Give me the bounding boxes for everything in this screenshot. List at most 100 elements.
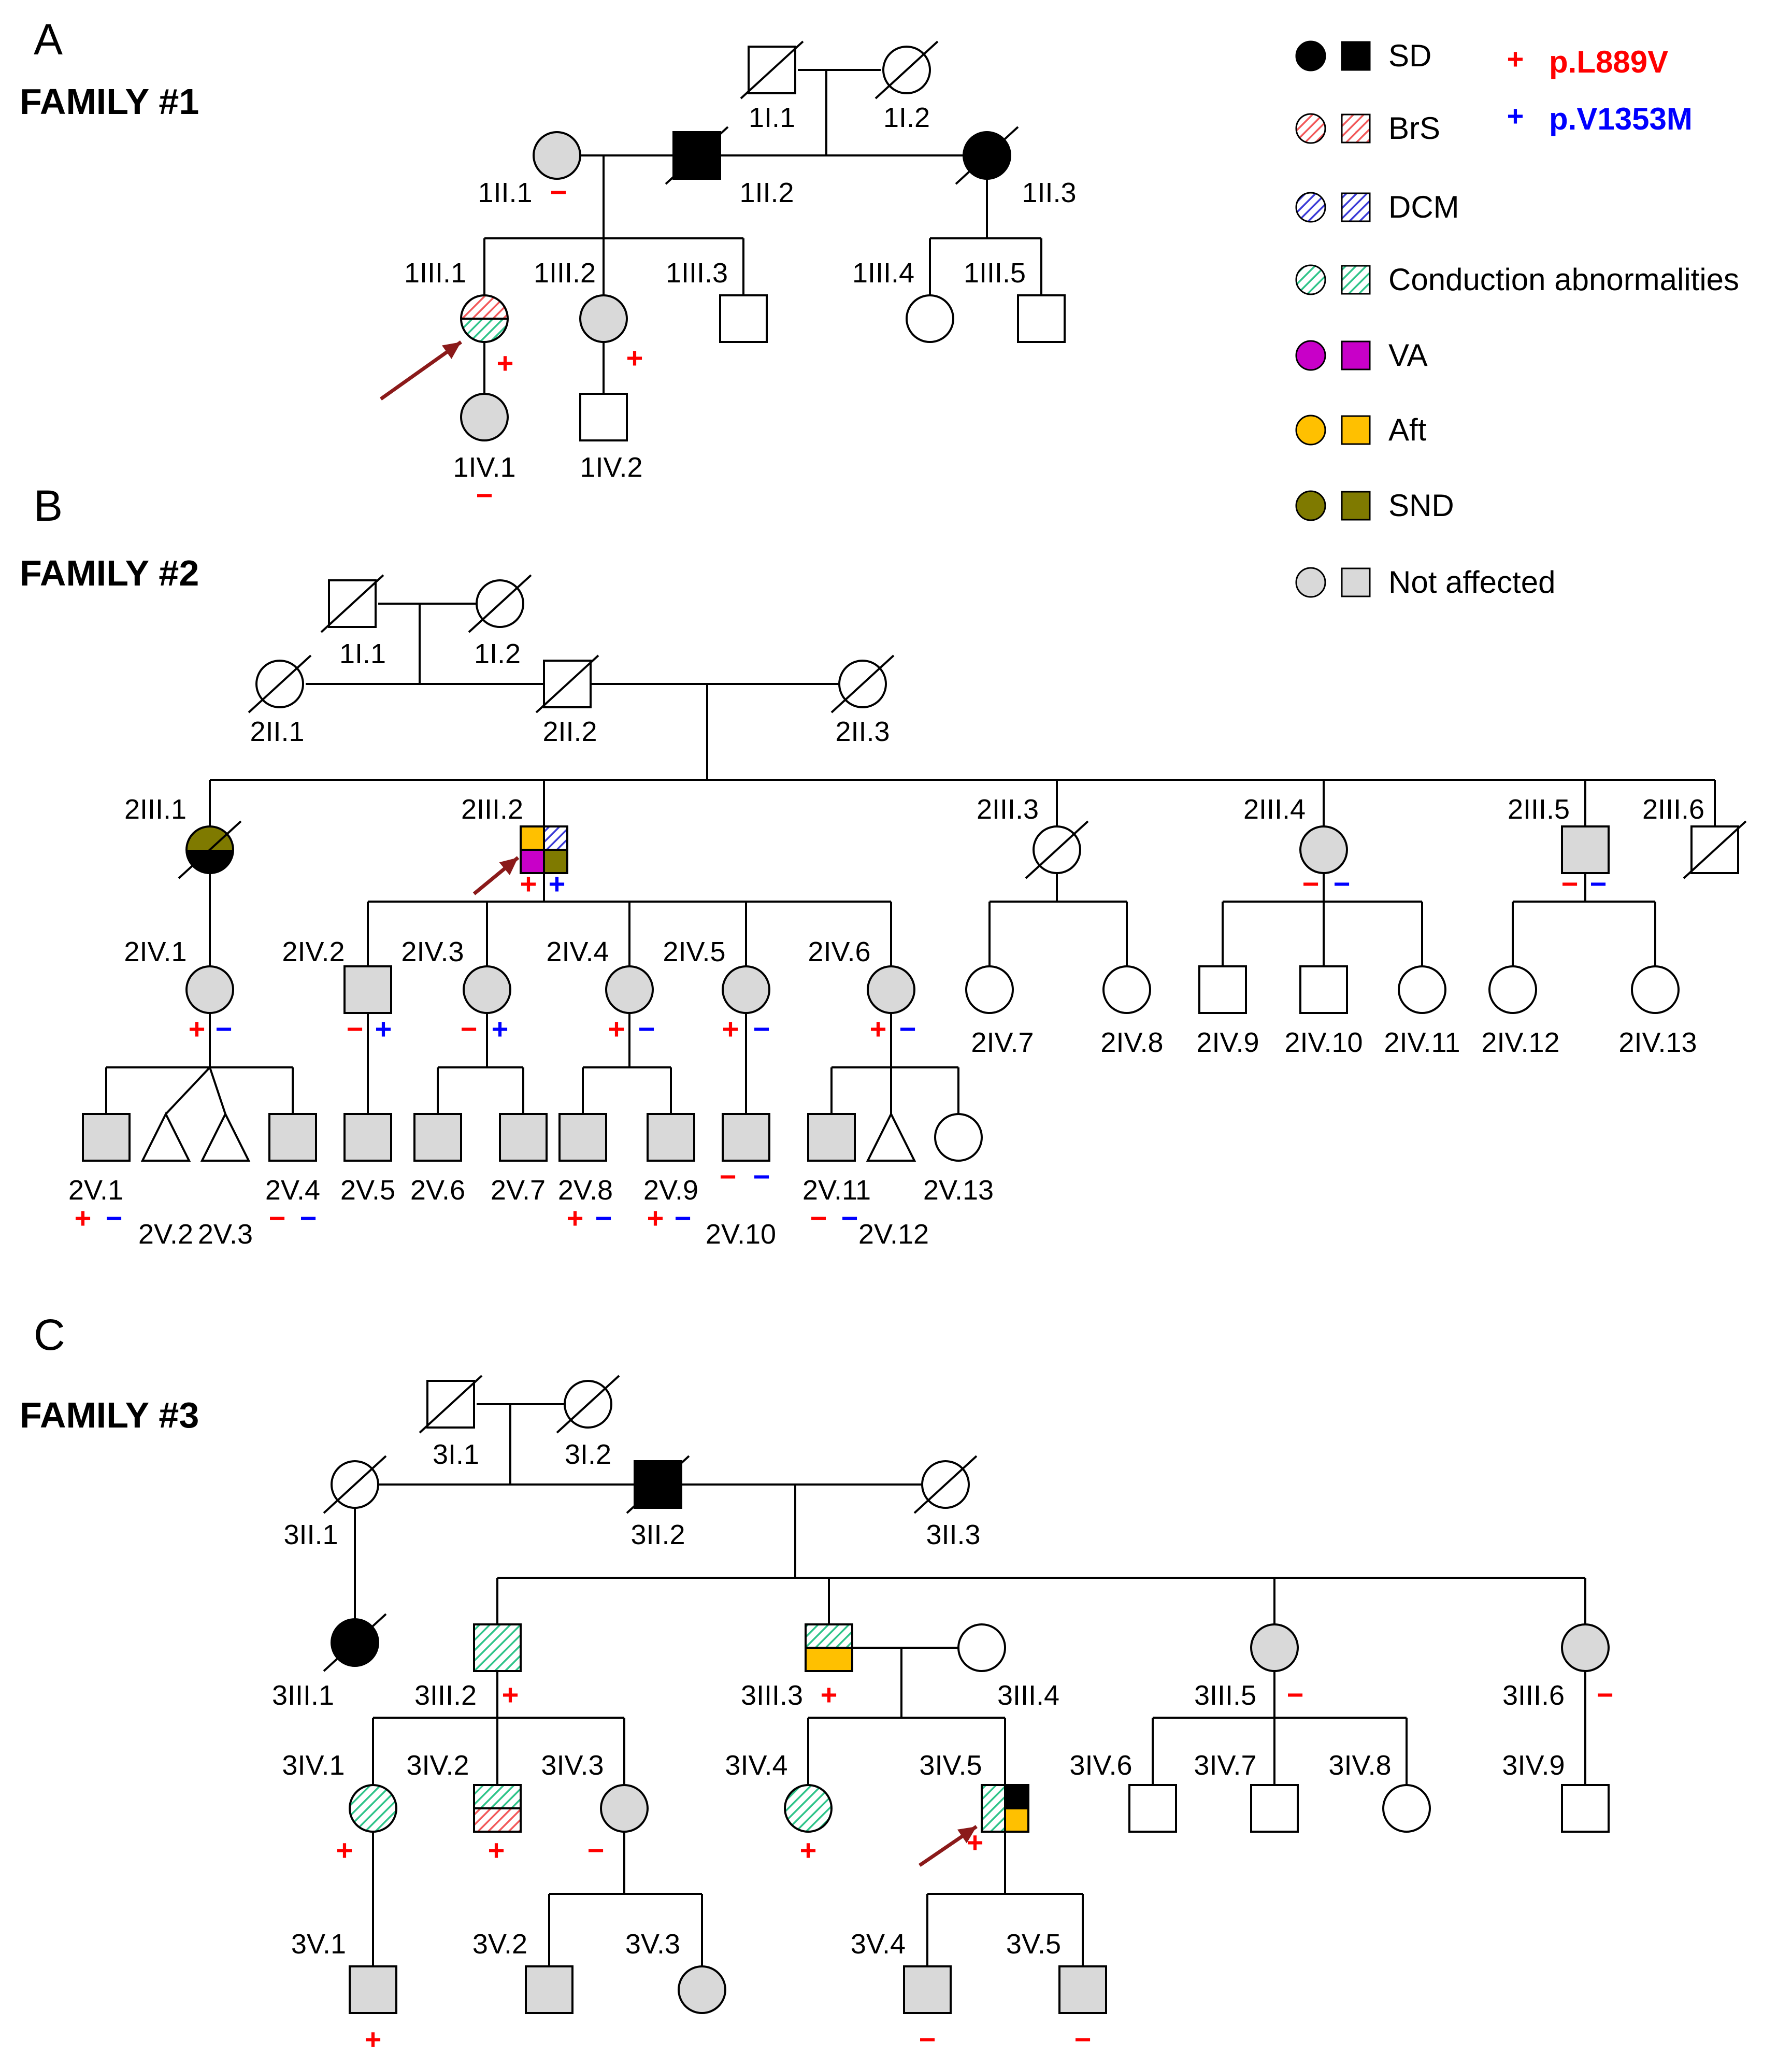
- individual-2V.9: [647, 1113, 695, 1162]
- label-1III.1: 1III.1: [404, 258, 466, 289]
- label-3IV.2: 3IV.2: [406, 1750, 469, 1781]
- label-2III.4: 2III.4: [1243, 794, 1306, 825]
- label-3III.2: 3III.2: [414, 1680, 477, 1711]
- legend-circle-dcm: [1295, 192, 1326, 223]
- individual-3IV.8: [1382, 1784, 1431, 1833]
- label-3III.4: 3III.4: [997, 1680, 1059, 1711]
- individual-2IV.6: [867, 965, 915, 1014]
- label-2V.5: 2V.5: [340, 1175, 395, 1206]
- label-2IV.13: 2IV.13: [1618, 1027, 1697, 1058]
- deceased-slash-icon: [320, 574, 384, 633]
- individual-2III.4: [1299, 825, 1348, 874]
- genotype-plus: +: [967, 1826, 984, 1859]
- panel-letter-a: A: [34, 15, 63, 64]
- label-2I.2: 1I.2: [474, 638, 521, 669]
- individual-1III.2: [579, 294, 628, 343]
- genotype-minus: −: [461, 1012, 478, 1045]
- genotype-plus: +: [336, 1834, 353, 1866]
- individual-3V.5: [1058, 1965, 1107, 2014]
- label-3II.3: 3II.3: [926, 1519, 980, 1550]
- genotype-minus: −: [841, 1202, 858, 1234]
- individual-2IV.11: [1398, 965, 1446, 1014]
- individual-1III.1-conduction-half: [461, 319, 508, 342]
- individual-2V.6: [413, 1113, 462, 1162]
- panel-title-family-1: FAMILY #1: [20, 81, 199, 122]
- genotype-minus: −: [106, 1202, 123, 1234]
- individual-3V.4: [903, 1965, 952, 2014]
- panel-title-family-3: FAMILY #3: [20, 1395, 199, 1435]
- genotype-minus: −: [1302, 867, 1320, 900]
- genotype-minus: −: [300, 1202, 317, 1234]
- genotype-plus: +: [800, 1834, 817, 1866]
- genotype-minus: −: [1287, 1678, 1304, 1711]
- legend-variant-blue-label: p.V1353M: [1549, 102, 1693, 136]
- legend-variant-red-label: p.L889V: [1549, 45, 1668, 79]
- genotype-minus: −: [1074, 2023, 1092, 2055]
- genotype-plus: +: [870, 1012, 887, 1045]
- label-1II.2: 1II.2: [739, 177, 794, 208]
- label-3III.6: 3III.6: [1502, 1680, 1565, 1711]
- label-1III.5: 1III.5: [964, 258, 1026, 289]
- label-2V.10: 2V.10: [706, 1219, 776, 1250]
- label-2II.2: 2II.2: [542, 716, 597, 747]
- label-3IV.3: 3IV.3: [541, 1750, 604, 1781]
- individual-1III.4: [906, 294, 954, 343]
- label-1I.2: 1I.2: [883, 102, 930, 133]
- individual-2V.13: [934, 1113, 983, 1162]
- individual-3III.4: [957, 1623, 1006, 1672]
- individual-2III.1: [185, 825, 234, 874]
- label-1III.4: 1III.4: [852, 258, 914, 289]
- individual-2III.2-aft-quadrant: [521, 826, 544, 850]
- individual-2V.7: [499, 1113, 548, 1162]
- individual-1II.1: [533, 131, 581, 180]
- deceased-slash-icon: [323, 1455, 387, 1514]
- label-2IV.5: 2IV.5: [663, 936, 725, 967]
- deceased-slash-icon: [626, 1455, 690, 1514]
- individual-2V.8: [558, 1113, 607, 1162]
- label-2V.6: 2V.6: [410, 1175, 465, 1206]
- label-2IV.3: 2IV.3: [401, 936, 464, 967]
- label-2V.3: 2V.3: [198, 1219, 253, 1250]
- label-3III.3: 3III.3: [741, 1680, 803, 1711]
- label-2III.6: 2III.6: [1642, 794, 1704, 825]
- label-2III.1: 2III.1: [124, 794, 187, 825]
- individual-1III.5: [1017, 294, 1066, 343]
- individual-1III.1-brs-half: [461, 295, 508, 319]
- label-3V.3: 3V.3: [625, 1929, 680, 1960]
- genotype-minus: −: [675, 1202, 692, 1234]
- label-3I.1: 3I.1: [433, 1439, 479, 1470]
- deceased-slash-icon: [830, 654, 895, 713]
- deceased-slash-icon: [419, 1375, 483, 1434]
- individual-3III.3-conduction-half: [806, 1624, 852, 1648]
- deceased-slash-icon: [178, 820, 242, 879]
- label-2IV.2: 2IV.2: [282, 936, 345, 967]
- genotype-plus: +: [722, 1012, 739, 1045]
- individual-3III.3-aft-half: [806, 1648, 852, 1671]
- genotype-plus: +: [502, 1678, 519, 1711]
- panel-title-family-2: FAMILY #2: [20, 553, 199, 593]
- genotype-minus: −: [919, 2023, 936, 2055]
- genotype-plus: +: [647, 1202, 664, 1234]
- label-3III.5: 3III.5: [1194, 1680, 1256, 1711]
- genotype-minus: −: [753, 1160, 770, 1193]
- deceased-slash-icon: [1683, 820, 1747, 879]
- label-3II.2: 3II.2: [630, 1519, 685, 1550]
- label-3IV.6: 3IV.6: [1069, 1750, 1132, 1781]
- individual-2IV.2: [343, 965, 392, 1014]
- individual-2III.1-sd-half: [187, 850, 233, 873]
- legend-circle-brs: [1295, 113, 1326, 144]
- genotype-minus: −: [476, 479, 493, 511]
- individual-3IV.3: [600, 1784, 649, 1833]
- deceased-slash-icon: [1025, 820, 1089, 879]
- individual-2V.3: [200, 1111, 251, 1162]
- legend-circle-conduction: [1295, 264, 1326, 295]
- genotype-minus: −: [550, 176, 567, 208]
- deceased-slash-icon: [468, 574, 532, 633]
- genotype-plus: +: [520, 867, 537, 900]
- label-1II.3: 1II.3: [1022, 177, 1076, 208]
- legend-variant-blue-symbol: +: [1507, 99, 1524, 132]
- genotype-plus: +: [75, 1202, 92, 1234]
- label-1IV.2: 1IV.2: [580, 452, 642, 483]
- genotype-plus: +: [492, 1012, 509, 1045]
